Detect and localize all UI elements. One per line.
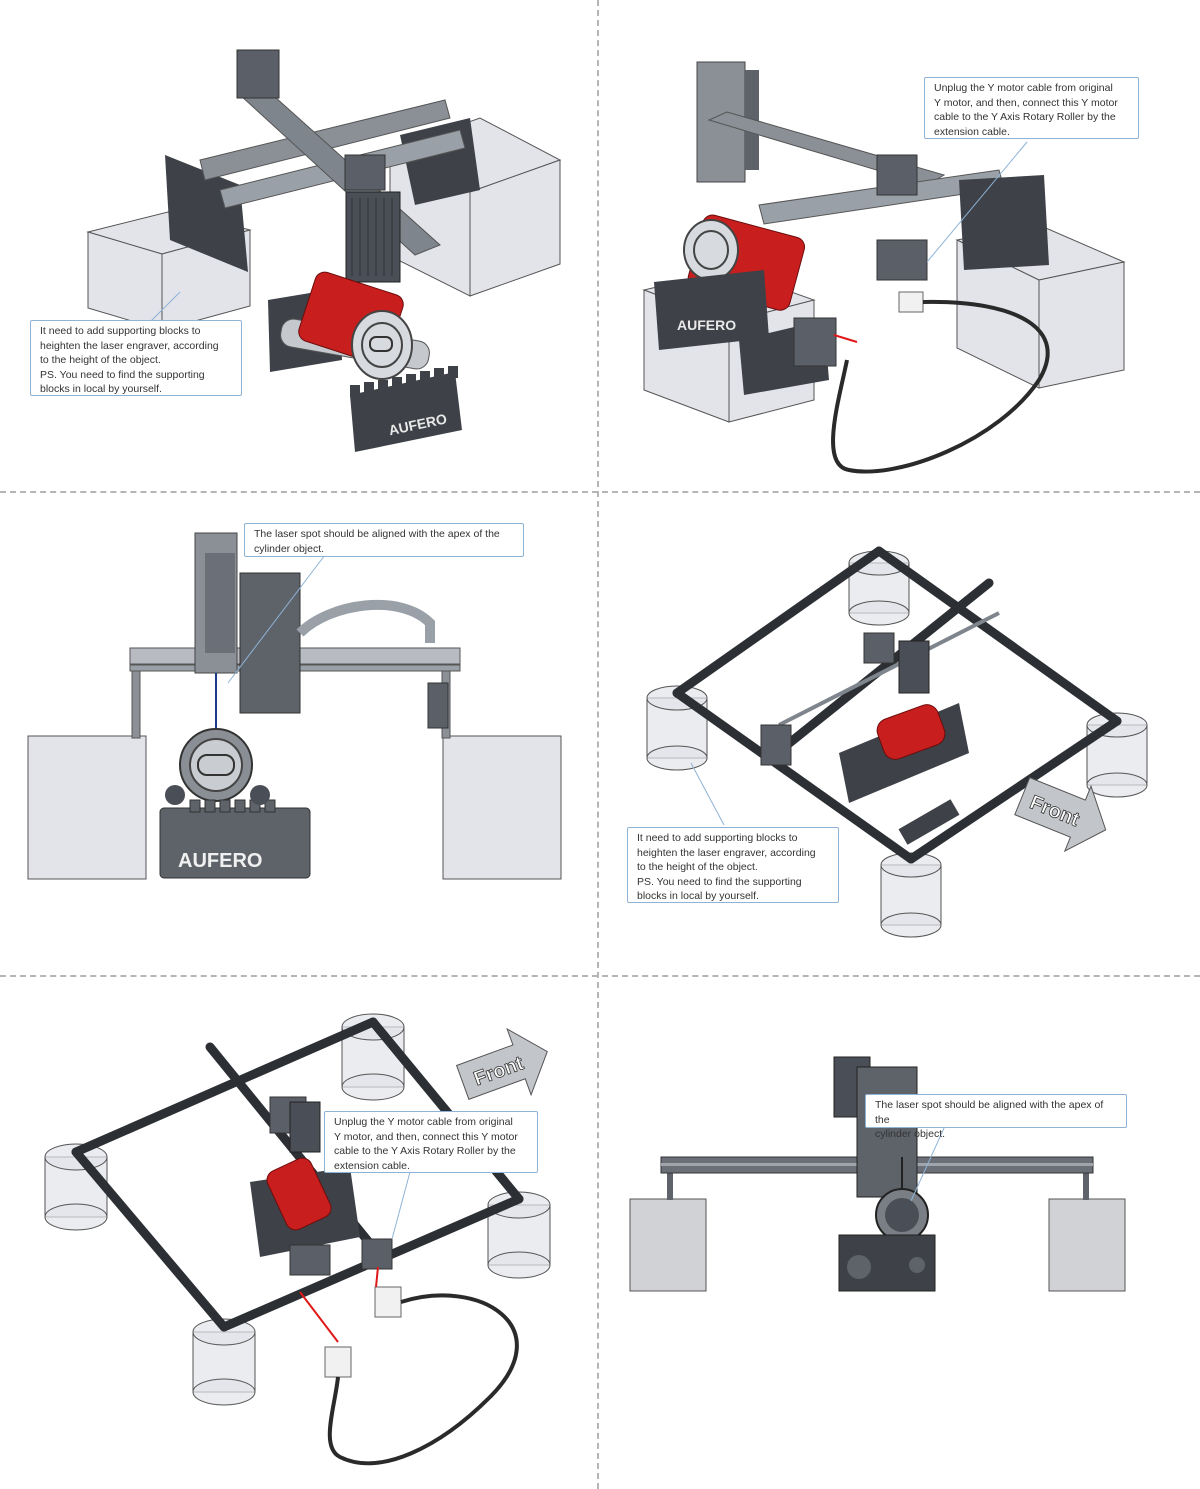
rail-front [199, 99, 451, 181]
callout-laser-spot: The laser spot should be aligned with th… [865, 1094, 1127, 1140]
red-arrow-1 [375, 1266, 379, 1288]
callout-leader [391, 1171, 411, 1240]
laser-module [898, 640, 930, 694]
front-arrow: Front [455, 1027, 548, 1100]
red-arrow [833, 334, 858, 343]
y-motor [863, 632, 895, 664]
panel-frame-cable-iso: Front Unplug the Y motor cable from orig… [0, 977, 596, 1489]
callout-leader [926, 141, 1028, 263]
roller-motor [793, 317, 837, 367]
horizontal-divider-1 [0, 491, 1200, 493]
support-cylinder-front [192, 1318, 256, 1406]
roller-brand-text: AUFERO [677, 317, 736, 333]
x-motor [344, 154, 386, 191]
vertical-divider [597, 0, 599, 1489]
front-plate [898, 799, 960, 845]
support-cylinder-left [646, 685, 708, 771]
panel-3-illustration: AUFERO [27, 532, 562, 880]
connector [898, 291, 924, 313]
y-motor [876, 239, 928, 281]
laser-module [345, 191, 401, 283]
roller-brand-text: AUFERO [178, 850, 262, 872]
callout-laser-spot: The laser spot should be aligned with th… [244, 523, 524, 557]
panel-laser-spot-front: AUFERO The laser spot should be aligned … [0, 493, 596, 973]
connector-upper [374, 1286, 402, 1318]
extension-cable [327, 1293, 519, 1466]
support-block-left [27, 735, 147, 880]
callout-supporting-blocks: It need to add supporting blocks to heig… [627, 827, 839, 903]
extension-cable [831, 299, 1050, 474]
support-cylinder-front [880, 852, 942, 938]
y-motor [236, 49, 280, 99]
red-can [266, 1157, 332, 1231]
panel-2-illustration: AUFERO [642, 61, 1126, 474]
engraver-frame [672, 546, 1122, 864]
laser-module [289, 1101, 321, 1153]
x-motor [876, 154, 918, 196]
callout-leader [149, 291, 181, 323]
callout-leader [227, 550, 329, 684]
callout-leader [690, 762, 725, 826]
carriage [239, 572, 301, 714]
panel-laser-spot-side: The laser spot should be aligned with th… [599, 977, 1200, 1489]
side-plate [760, 724, 792, 766]
panel-frame-blocks-iso: Front It need to add supporting blocks t… [599, 493, 1200, 973]
laser-module [856, 1066, 918, 1198]
callout-motor-cable: Unplug the Y motor cable from original Y… [924, 77, 1139, 139]
x-rail [778, 611, 1000, 727]
support-block-right [1048, 1198, 1126, 1292]
support-cylinder-right [487, 1191, 551, 1279]
callout-leader [910, 1116, 950, 1202]
support-block-left [629, 1198, 707, 1292]
connector-lower [324, 1346, 352, 1378]
panel-rollers-blocks-3d: AUFERO It need to add supporting blocks … [0, 0, 596, 490]
red-can [876, 704, 946, 760]
can-lid [351, 310, 413, 380]
panel-1-illustration: AUFERO [86, 49, 562, 452]
callout-supporting-blocks: It need to add supporting blocks to heig… [30, 320, 242, 396]
panel-6-illustration [629, 1056, 1126, 1292]
panel-4-illustration: Front [646, 546, 1148, 938]
callout-motor-cable: Unplug the Y motor cable from original Y… [324, 1111, 538, 1173]
panel-5-illustration: Front [44, 1013, 551, 1466]
side-plate-left [165, 155, 248, 272]
red-arrow-2 [299, 1291, 339, 1343]
side-plate [959, 175, 1049, 270]
support-block-right [442, 735, 562, 880]
horizontal-divider-2 [0, 975, 1200, 977]
can-lid [683, 219, 739, 281]
panel-motor-cable-3d: AUFERO Unplug the Y motor cable from ori… [599, 0, 1200, 490]
motor-right [361, 1238, 393, 1270]
roller-motor [289, 1244, 331, 1276]
roller-plate-front [654, 270, 769, 350]
